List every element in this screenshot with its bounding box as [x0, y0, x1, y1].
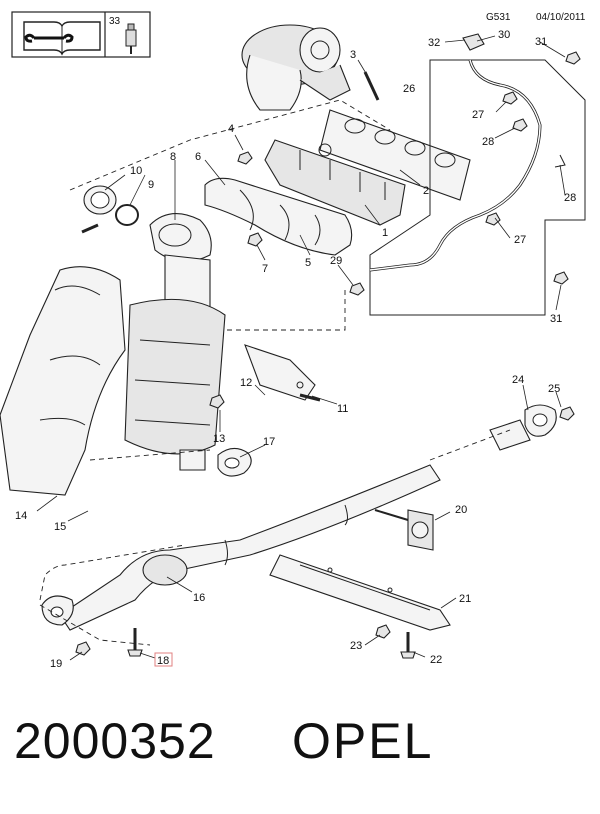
callout-29: 29	[330, 255, 342, 267]
callout-11: 11	[337, 403, 348, 415]
stud-3	[363, 71, 380, 101]
callout-26: 26	[403, 83, 415, 95]
gasket-10	[83, 185, 117, 215]
rubber-hanger-20	[374, 509, 434, 551]
diagram-date: 04/10/2011	[536, 12, 586, 23]
heat-shield-21	[269, 554, 451, 631]
callout-32: 32	[428, 37, 440, 49]
callout-5: 5	[305, 257, 311, 269]
flange-19	[41, 595, 74, 626]
converter-flange	[149, 213, 212, 262]
callout-27b: 27	[514, 234, 526, 246]
gasket-9	[115, 204, 139, 226]
callout-12: 12	[240, 377, 252, 389]
nut-4	[237, 151, 253, 165]
gasket-17	[217, 447, 252, 477]
callout-6: 6	[195, 151, 201, 163]
callout-2: 2	[423, 185, 429, 197]
callout-9: 9	[148, 179, 154, 191]
callout-10: 10	[130, 165, 142, 177]
highlight-box-18	[154, 652, 173, 667]
nut-7	[247, 232, 263, 247]
callout-1: 1	[382, 227, 388, 239]
turbocharger	[241, 24, 351, 111]
exhaust-system-diagram: 33 G531 04/10/2011	[0, 11, 586, 670]
callout-22: 22	[430, 654, 442, 666]
callout-25: 25	[548, 383, 560, 395]
bolt-10-fastener	[81, 223, 99, 234]
callout-28b: 28	[564, 192, 576, 204]
callout-3: 3	[350, 49, 356, 61]
leader-lines	[36, 35, 566, 661]
callout-17: 17	[263, 436, 275, 448]
nut-19	[75, 641, 91, 656]
callout-27a: 27	[472, 109, 484, 121]
callout-23: 23	[350, 640, 362, 652]
diagram-code: G531	[486, 12, 511, 23]
nut-13	[209, 394, 225, 409]
callout-4: 4	[228, 123, 234, 135]
callout-7: 7	[262, 263, 268, 275]
manual-wrench-icon	[23, 21, 101, 56]
callout-14: 14	[15, 510, 27, 522]
manifold-gasket	[319, 109, 471, 201]
callout-31b: 31	[550, 313, 562, 325]
heat-shield	[204, 177, 353, 256]
heat-shield-14	[0, 266, 126, 496]
bracket-12	[244, 344, 316, 401]
callout-15: 15	[54, 521, 66, 533]
assembly-dash-lines	[39, 99, 511, 646]
callout-18: 18	[157, 655, 169, 667]
nut-25	[559, 406, 575, 421]
callout-8: 8	[170, 151, 176, 163]
callout-13: 13	[213, 433, 225, 445]
callout-20: 20	[455, 504, 467, 516]
callout-16: 16	[193, 592, 205, 604]
bolt-11	[299, 393, 321, 402]
callout-33: 33	[109, 16, 121, 27]
front-exhaust-pipe	[59, 464, 441, 631]
callout-28a: 28	[482, 136, 494, 148]
bolt-18	[127, 628, 143, 657]
rear-pipe-flange	[489, 404, 557, 451]
pressure-line-group	[349, 33, 586, 316]
header-icon-panel: 33	[11, 11, 151, 58]
callout-31a: 31	[535, 36, 547, 48]
particulate-filter	[124, 254, 226, 471]
brand-name: OPEL	[292, 713, 434, 769]
callout-19: 19	[50, 658, 62, 670]
nut-23	[375, 624, 391, 639]
callout-24: 24	[512, 374, 524, 386]
footer: 2000352 OPEL	[14, 712, 594, 782]
callout-30: 30	[498, 29, 510, 41]
bolt-22	[400, 632, 416, 659]
callout-labels: 3 4 6 8 10 9 7 5 1 2 11 12 13 17 14 15 1…	[15, 29, 576, 670]
part-number: 2000352	[14, 713, 216, 769]
sensor-icon	[125, 23, 137, 54]
callout-21: 21	[459, 593, 471, 605]
